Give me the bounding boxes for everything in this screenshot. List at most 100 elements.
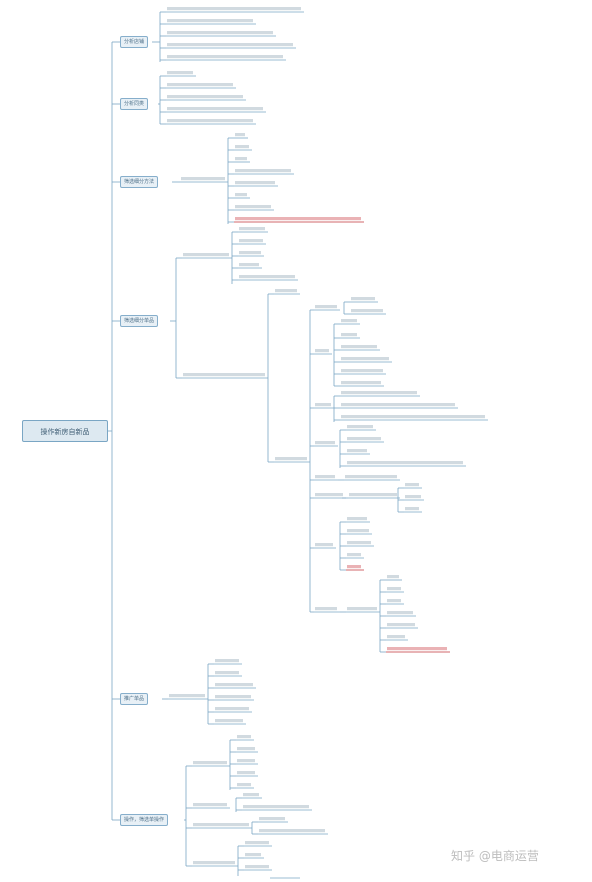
leaf-text-block	[167, 43, 293, 47]
branch-node[interactable]: 推广单品	[120, 693, 149, 705]
leaf-text-block	[347, 517, 367, 521]
leaf-text-block	[235, 193, 247, 197]
leaf-text-block	[387, 599, 401, 603]
leaf-text-block	[347, 553, 361, 557]
leaf-text-block	[341, 357, 389, 361]
leaf-text-block	[347, 425, 373, 429]
leaf-text-block	[181, 177, 225, 181]
leaf-text-block	[341, 333, 357, 337]
leaf-text-block	[193, 861, 235, 865]
leaf-text-block	[237, 759, 255, 763]
leaf-text-block	[315, 305, 337, 309]
leaf-text-block	[237, 747, 255, 751]
leaf-text-block	[315, 543, 333, 547]
leaf-text-block	[387, 611, 413, 615]
leaf-text-block	[239, 239, 263, 243]
leaf-text-block	[341, 381, 381, 385]
leaf-text-block	[167, 95, 243, 99]
branch-node[interactable]: 分析同类	[120, 98, 149, 110]
branch-node[interactable]: 筛选细分方法	[120, 176, 159, 188]
leaf-text-block	[245, 841, 269, 845]
leaf-text-block	[193, 823, 249, 827]
leaf-text-block	[275, 457, 307, 461]
leaf-text-block	[167, 55, 283, 59]
leaf-text-block	[347, 449, 367, 453]
leaf-text-block	[315, 607, 337, 611]
branch-node[interactable]: 分析店铺	[120, 36, 149, 48]
leaf-text-block	[235, 181, 275, 185]
leaf-text-block	[405, 483, 419, 487]
leaf-text-block	[235, 217, 361, 221]
leaf-text-block	[387, 587, 401, 591]
leaf-text-block	[341, 319, 357, 323]
leaf-text-block	[235, 133, 245, 137]
leaf-text-block	[347, 565, 361, 569]
leaf-text-block	[215, 707, 249, 711]
leaf-text-block	[347, 529, 369, 533]
leaf-text-block	[239, 251, 261, 255]
leaf-text-block	[235, 157, 247, 161]
leaf-text-block	[243, 793, 259, 797]
leaf-text-block	[239, 275, 295, 279]
branch-node[interactable]: 筛选细分单品	[120, 315, 159, 327]
leaf-text-block	[169, 694, 205, 698]
leaf-text-block	[315, 403, 331, 407]
leaf-text-block	[167, 107, 263, 111]
leaf-text-block	[351, 297, 375, 301]
leaf-text-block	[183, 373, 265, 377]
leaf-text-block	[387, 635, 405, 639]
branch-node[interactable]: 操作，筛选单操作	[120, 814, 169, 826]
leaf-text-block	[347, 461, 463, 465]
leaf-text-block	[235, 205, 271, 209]
leaf-text-block	[167, 31, 273, 35]
leaf-text-block	[215, 683, 253, 687]
leaf-text-block	[341, 345, 377, 349]
leaf-text-block	[167, 71, 193, 75]
leaf-text-block	[239, 263, 259, 267]
leaf-text-block	[167, 7, 301, 11]
leaf-text-block	[315, 349, 329, 353]
leaf-text-block	[245, 865, 269, 869]
leaf-text-block	[347, 607, 377, 611]
leaf-text-block	[387, 623, 415, 627]
leaf-text-block	[167, 19, 253, 23]
leaf-text-block	[387, 575, 399, 579]
leaf-text-block	[351, 309, 383, 313]
watermark: 知乎 @电商运营	[451, 849, 539, 863]
leaf-text-block	[341, 415, 485, 419]
leaf-text-block	[235, 145, 249, 149]
leaf-text-block	[183, 253, 229, 257]
leaf-text-block	[341, 391, 417, 395]
leaf-text-block	[315, 475, 335, 479]
leaf-text-block	[315, 441, 335, 445]
leaf-text-block	[215, 695, 251, 699]
leaf-text-block	[275, 289, 297, 293]
leaf-text-block	[237, 735, 251, 739]
leaf-text-block	[347, 541, 371, 545]
leaf-text-block	[215, 719, 243, 723]
leaf-text-block	[341, 369, 383, 373]
leaf-text-block	[215, 671, 239, 675]
leaf-text-block	[405, 507, 419, 511]
leaf-text-block	[237, 771, 255, 775]
leaf-text-block	[237, 783, 251, 787]
leaf-text-block	[259, 829, 325, 833]
leaf-text-block	[235, 169, 291, 173]
leaf-text-block	[341, 403, 455, 407]
leaf-text-block	[315, 493, 343, 497]
leaf-text-block	[239, 227, 265, 231]
leaf-text-block	[243, 805, 309, 809]
leaf-text-block	[259, 817, 285, 821]
root-node[interactable]: 操作新房自新品	[22, 420, 108, 442]
leaf-text-block	[349, 493, 397, 497]
leaf-text-block	[387, 647, 447, 651]
leaf-text-block	[405, 495, 421, 499]
leaf-text-block	[193, 761, 227, 765]
leaf-text-block	[347, 437, 381, 441]
leaf-text-block	[167, 119, 253, 123]
leaf-text-block	[193, 803, 227, 807]
leaf-text-block	[167, 83, 233, 87]
leaf-text-block	[245, 853, 261, 857]
leaf-text-block	[345, 475, 397, 479]
